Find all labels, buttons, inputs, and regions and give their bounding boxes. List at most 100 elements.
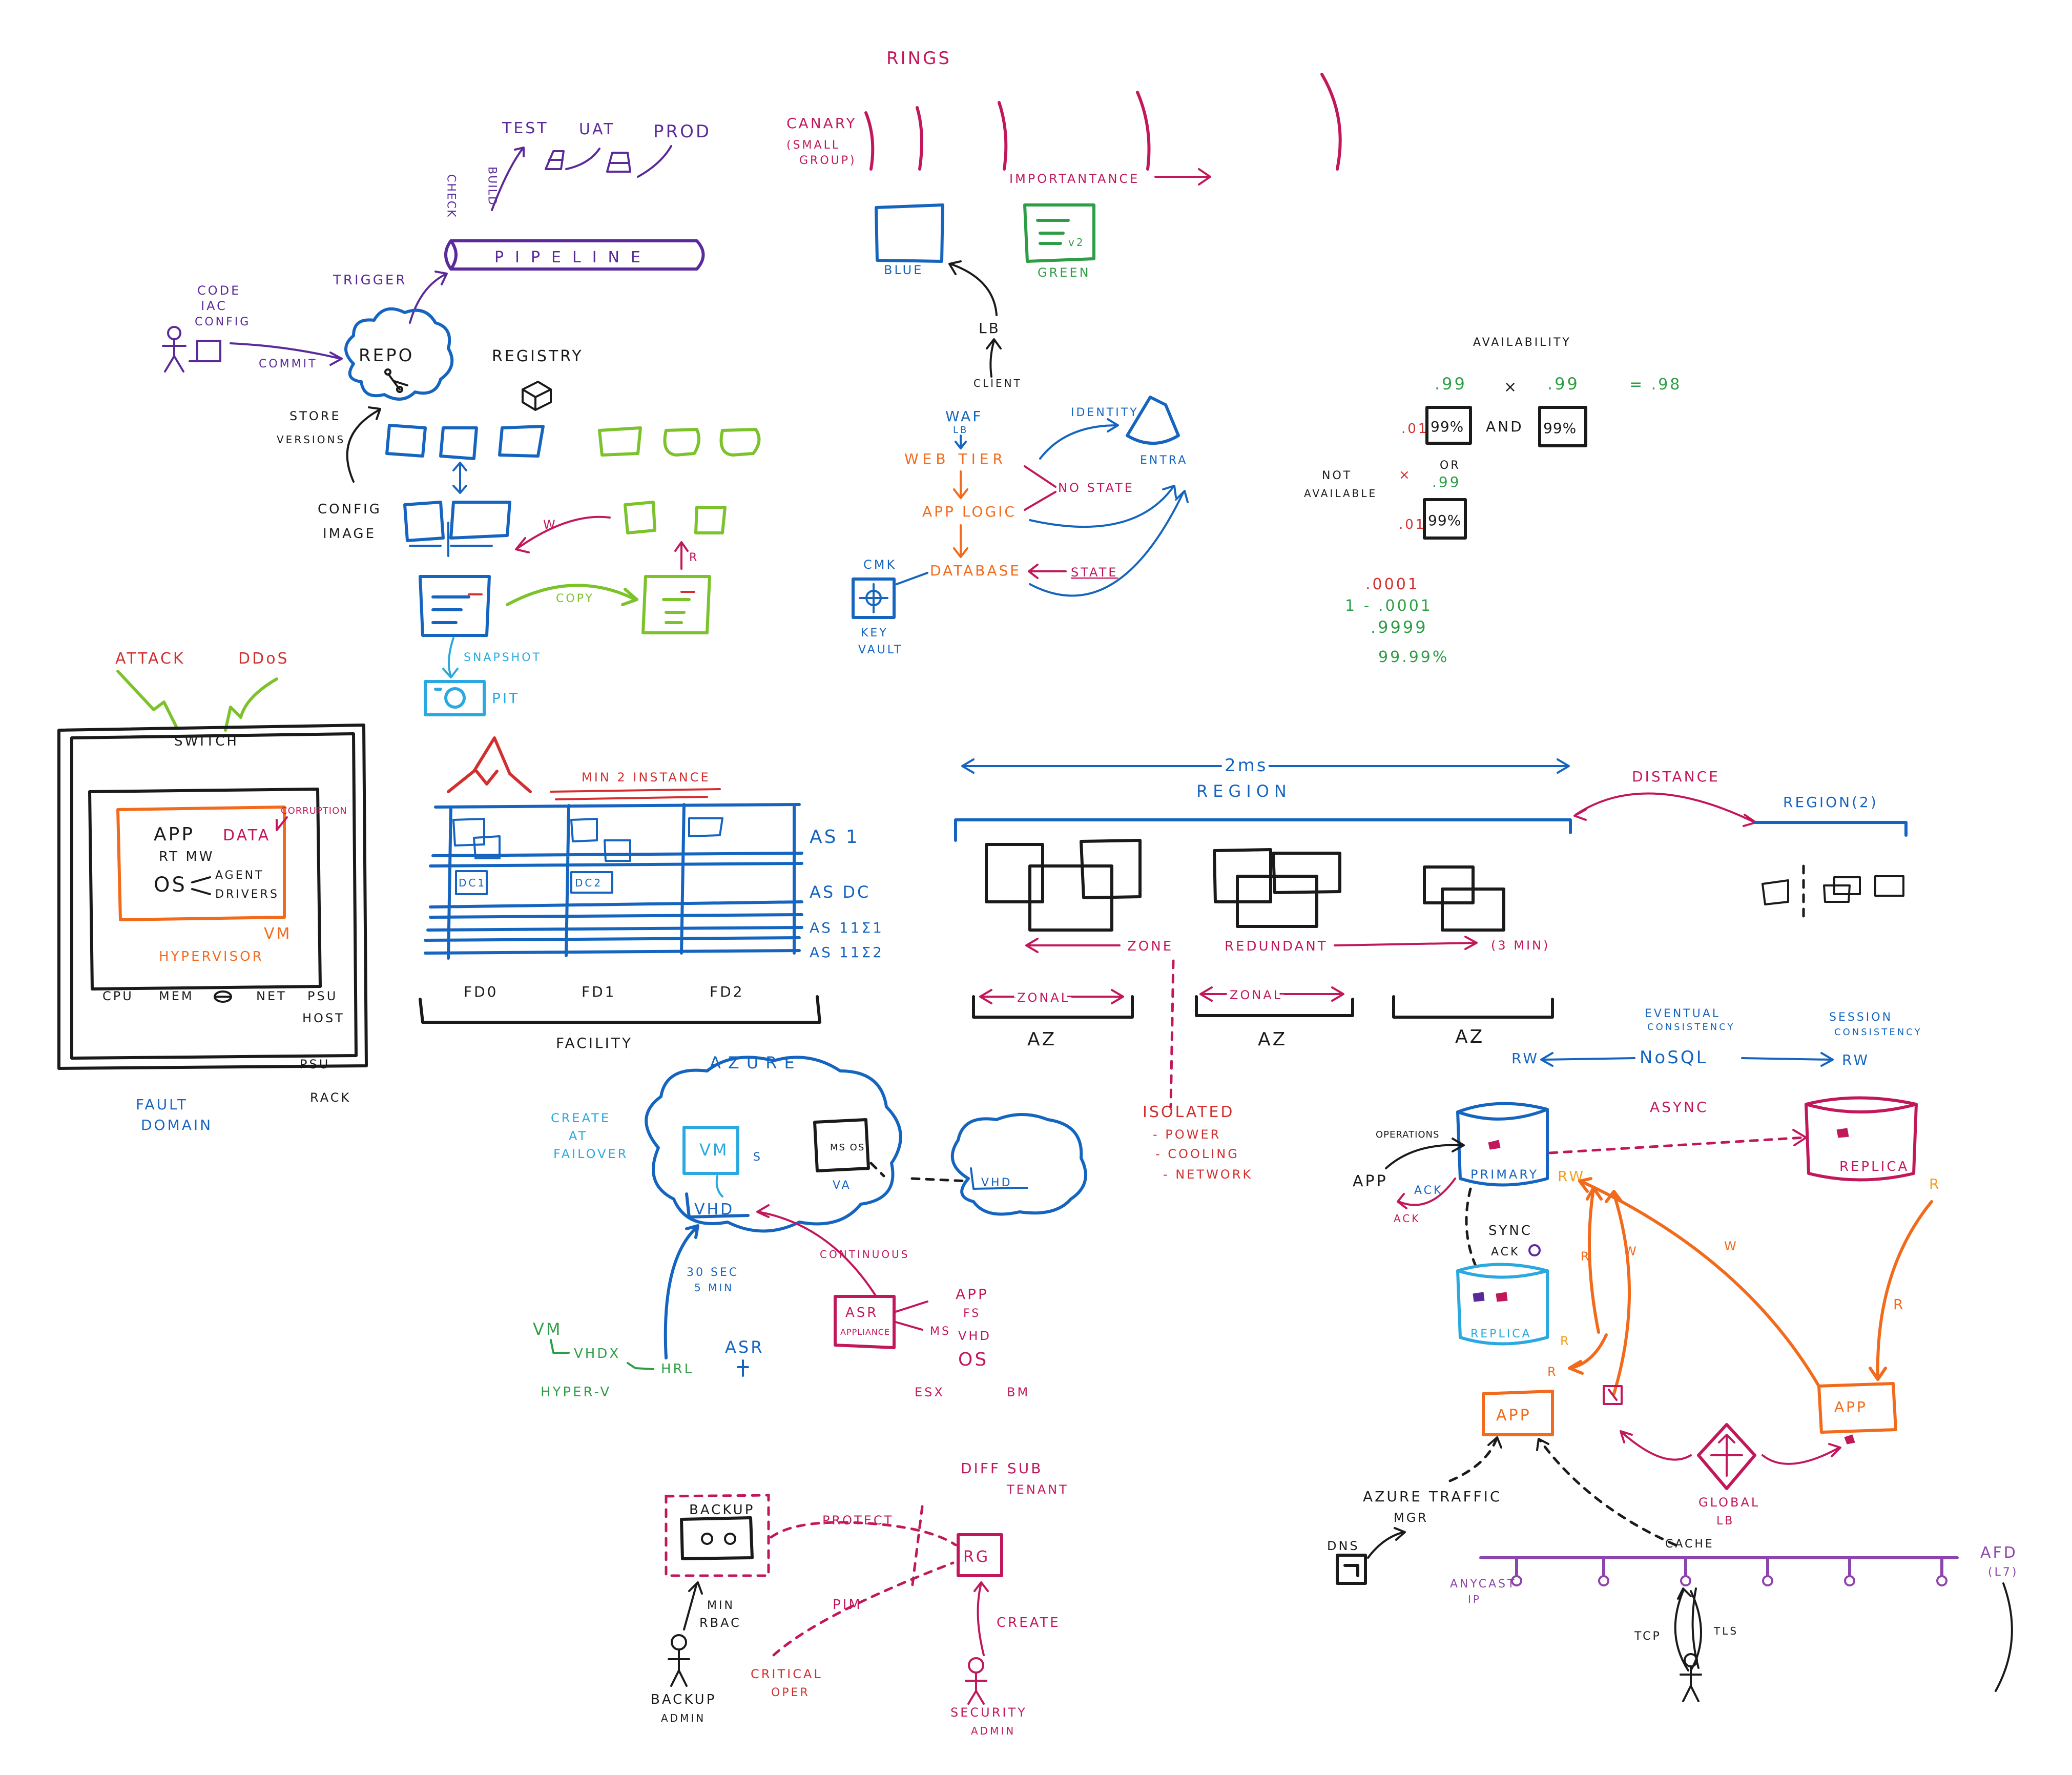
at-label: AT bbox=[569, 1129, 588, 1143]
canary-sub2: GROUP) bbox=[799, 154, 857, 167]
backup-vault-icon bbox=[701, 1533, 736, 1545]
registry-box-icon bbox=[522, 381, 552, 411]
target-ms-label: MS bbox=[930, 1325, 951, 1338]
local-replica-icon bbox=[1473, 1292, 1485, 1302]
copy-label: COPY bbox=[556, 592, 594, 605]
region-section: 2ms REGION DISTANCE REGION(2) ZONE REDUN… bbox=[954, 751, 1908, 1182]
target-vhd-label: VHD bbox=[958, 1329, 991, 1343]
cache-arrow-head bbox=[1536, 1438, 1549, 1451]
cache-label: CACHE bbox=[1665, 1538, 1714, 1551]
registry-label: REGISTRY bbox=[492, 347, 584, 365]
ddos-label: DDoS bbox=[238, 650, 289, 668]
atm-label: AZURE TRAFFIC bbox=[1363, 1488, 1502, 1505]
config-label: CONFIG bbox=[195, 316, 251, 328]
fault-domain-section: ATTACK DDoS SWITCH APP DATA CORRUPTION R… bbox=[57, 650, 368, 1133]
afd-backbone bbox=[1479, 1556, 1959, 1577]
zone-dashed-line bbox=[1169, 959, 1175, 1108]
write-arrow bbox=[515, 515, 611, 553]
consistency-label: CONSISTENCY bbox=[1647, 1022, 1735, 1033]
developer-person-icon bbox=[162, 326, 187, 373]
appliance-label: APPLIANCE bbox=[840, 1327, 890, 1337]
rg-box bbox=[957, 1533, 1003, 1577]
store-arrow bbox=[346, 406, 381, 483]
zonal2-arrow bbox=[1199, 986, 1344, 1002]
backup-admin-person bbox=[668, 1634, 690, 1687]
canary-label: CANARY bbox=[786, 115, 857, 132]
afd-right-curve bbox=[1995, 1582, 2013, 1692]
user-person-icon bbox=[1680, 1653, 1702, 1702]
min-rbac-arrow bbox=[683, 1581, 703, 1630]
waf-arrow bbox=[955, 435, 967, 449]
zonal1-label: ZONAL bbox=[1017, 990, 1070, 1005]
nosql-section: EVENTUAL CONSISTENCY SESSION CONSISTENCY… bbox=[1327, 1007, 2016, 1702]
corruption-arrow bbox=[276, 816, 288, 831]
nosql-app-label: APP bbox=[1353, 1172, 1388, 1190]
disk-icon bbox=[214, 990, 232, 1003]
ring-arc-3 bbox=[998, 101, 1008, 171]
config-doc-blue bbox=[419, 575, 491, 637]
as1-label: AS 1 bbox=[810, 827, 860, 848]
app-logic-label: APP LOGIC bbox=[922, 503, 1017, 520]
green-small-1 bbox=[624, 501, 656, 534]
trigger-label: TRIGGER bbox=[333, 273, 407, 288]
redundant-label: REDUNDANT bbox=[1225, 939, 1328, 954]
ms-os-label: MS OS bbox=[830, 1142, 865, 1153]
net-label: NET bbox=[256, 989, 287, 1003]
tcp-tls-loops bbox=[1674, 1587, 1702, 1671]
read-label: R bbox=[689, 551, 699, 564]
as-u1-label: AS 11Σ1 bbox=[810, 919, 884, 936]
ack-arrow bbox=[1397, 1178, 1456, 1209]
failover-s-label: S bbox=[753, 1151, 762, 1164]
ring-arc-1 bbox=[864, 111, 875, 171]
tenant-divider bbox=[910, 1505, 924, 1590]
protect-label: PROTECT bbox=[822, 1513, 894, 1528]
dc2-label: DC2 bbox=[575, 877, 603, 889]
backup-label: BACKUP bbox=[689, 1502, 755, 1518]
app2-label: APP bbox=[1834, 1398, 1868, 1415]
write-label: W bbox=[543, 518, 557, 532]
read-arrow bbox=[674, 541, 689, 570]
backup-section: DIFF SUB TENANT BACKUP PROTECT RG MIN RB… bbox=[651, 1460, 1067, 1737]
test-label: TEST bbox=[502, 119, 549, 137]
ms-os-vm-box bbox=[813, 1118, 870, 1172]
availability-section: AVAILABILITY .99 × .99 = .98 .01 99% AND… bbox=[1304, 336, 1680, 666]
failover-label: FAILOVER bbox=[553, 1147, 628, 1161]
pit-label: PIT bbox=[492, 690, 520, 707]
state-label: STATE bbox=[1071, 565, 1118, 580]
snapshot-arrow bbox=[442, 637, 459, 678]
rack-label: RACK bbox=[310, 1090, 351, 1105]
blue-label: BLUE bbox=[884, 263, 923, 277]
consistency2-label: CONSISTENCY bbox=[1834, 1027, 1922, 1038]
az1-label: AZ bbox=[1027, 1029, 1056, 1050]
config-doc-green bbox=[641, 575, 711, 634]
app1-rw-arrows bbox=[1586, 1186, 1631, 1395]
w2-label: W bbox=[1724, 1239, 1738, 1253]
ring-arc-5 bbox=[1320, 73, 1342, 171]
region2-bracket bbox=[1753, 821, 1908, 837]
three-min-label: (3 MIN) bbox=[1491, 938, 1550, 953]
blue-env-box bbox=[875, 203, 944, 263]
power-label: - POWER bbox=[1153, 1127, 1221, 1142]
esx-label: ESX bbox=[915, 1385, 945, 1399]
config-image-box-1 bbox=[403, 501, 445, 542]
stage-arrow-3 bbox=[637, 145, 672, 178]
asr-section: AZURE CREATE AT FAILOVER VM S VHD MS OS … bbox=[533, 1053, 1087, 1400]
replica-label: REPLICA bbox=[1470, 1328, 1532, 1340]
image-version-3 bbox=[498, 425, 545, 458]
create-arrow bbox=[973, 1581, 989, 1656]
avail-box3-text: 99% bbox=[1428, 512, 1461, 529]
avail-x: × bbox=[1399, 467, 1412, 483]
key-vault-box bbox=[852, 577, 896, 619]
as1-instance-4 bbox=[604, 839, 631, 862]
avail-times: × bbox=[1504, 378, 1519, 396]
r1-label: R bbox=[1581, 1249, 1591, 1264]
pim-dashed bbox=[772, 1561, 955, 1657]
dc1-label: DC1 bbox=[459, 877, 486, 889]
replica-vhd-label: VHD bbox=[981, 1177, 1012, 1189]
hrl-label: HRL bbox=[661, 1361, 694, 1377]
min-label: MIN bbox=[707, 1599, 735, 1612]
app-entra-curve bbox=[1029, 485, 1177, 528]
image-version-2 bbox=[439, 426, 478, 460]
data-label: DATA bbox=[223, 827, 271, 844]
global-lb-arrows bbox=[1710, 1434, 1743, 1477]
